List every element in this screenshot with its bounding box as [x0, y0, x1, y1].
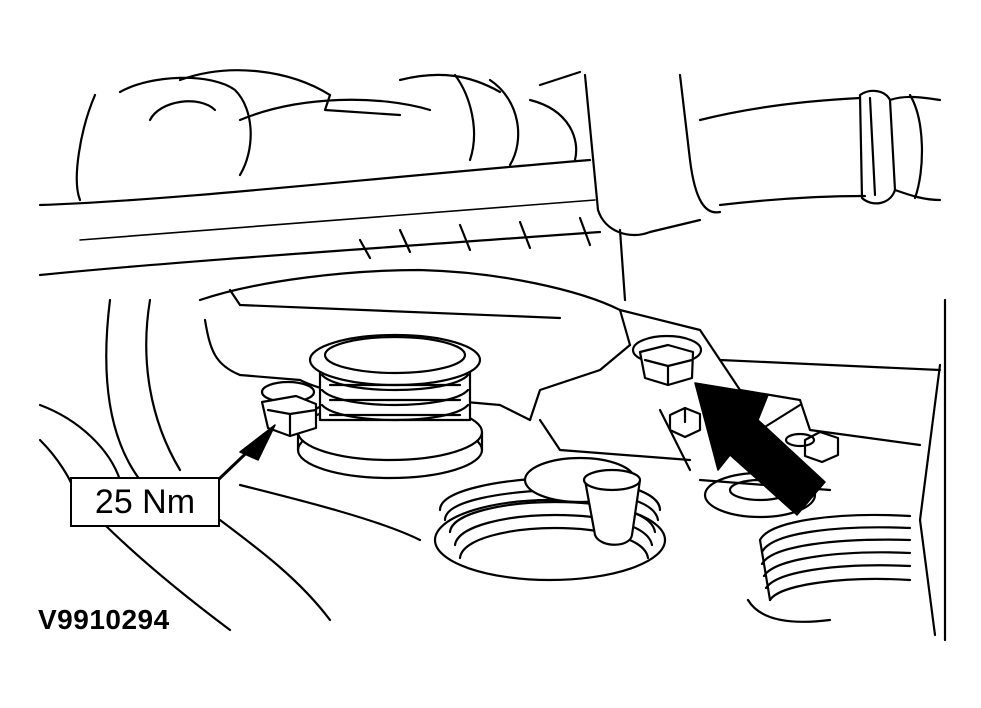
torque-callout-arrow	[216, 424, 276, 482]
cross-tube	[38, 158, 602, 277]
small-studs	[668, 406, 840, 464]
background-contours	[38, 69, 582, 632]
hose-assembly	[583, 73, 942, 237]
torque-spec-label: 25 Nm	[70, 477, 220, 527]
lower-pulley	[433, 456, 667, 582]
left-mounting-bolt	[260, 380, 318, 438]
alternator-pulley	[296, 333, 484, 480]
large-pointer-arrow	[694, 382, 826, 516]
right-mounting-bolt	[631, 334, 703, 387]
figure-reference-code: V9910294	[38, 604, 170, 635]
